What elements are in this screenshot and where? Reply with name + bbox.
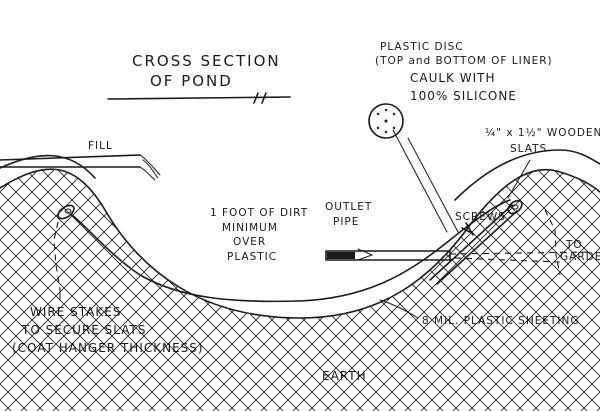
- dirt-label-1: 1 FOOT OF DIRT: [210, 207, 308, 219]
- disc-leader: [392, 129, 448, 233]
- left-stake-dashed-line: [53, 221, 61, 291]
- slats-label-1: ¼" x 1½" WOODEN: [485, 127, 600, 139]
- earth-label: EARTH: [322, 369, 367, 383]
- caulk-leader: [407, 137, 459, 233]
- liner-top-line: [71, 199, 511, 303]
- sheeting-label: 8 MIL. PLASTIC SHEETING: [422, 315, 579, 327]
- caulk-label-1: CAULK WITH: [410, 71, 496, 85]
- slats-label-2: SLATS: [510, 143, 547, 155]
- plastic-disc-icon: [368, 103, 404, 139]
- caulk-label-2: 100% SILICONE: [410, 89, 517, 103]
- stakes-label-2: TO SECURE SLATS: [21, 323, 147, 337]
- earth-cap-line: [0, 154, 96, 179]
- ground-surface-line: [0, 168, 600, 319]
- fill-pipe: [0, 154, 161, 181]
- screws: [461, 222, 474, 236]
- right-stake-dashed: [544, 209, 561, 276]
- slats-leader: [507, 159, 531, 199]
- hill-right-cap-line: [454, 149, 600, 201]
- dirt-label-2: MINIMUM: [222, 222, 278, 234]
- stakes-label-1: WIRE STAKES: [30, 305, 121, 319]
- to-garden-label-1: TO: [565, 239, 583, 251]
- earth-hatching: [0, 169, 600, 411]
- outlet-label-1: OUTLET: [325, 201, 372, 213]
- fill-label: FILL: [88, 140, 113, 152]
- outlet-label-2: PIPE: [333, 216, 359, 228]
- stakes-label-3: (COAT HANGER THICKNESS): [12, 341, 204, 355]
- disc-label-2: (TOP and BOTTOM OF LINER): [375, 55, 553, 67]
- title-underline: [107, 92, 291, 104]
- dirt-label-4: PLASTIC: [227, 251, 277, 263]
- disc-label-1: PLASTIC DISC: [380, 41, 464, 53]
- left-slat: [57, 204, 75, 220]
- sheeting-leader: [379, 299, 419, 319]
- outlet-pipe: [325, 248, 451, 261]
- screws-label: SCREWS: [455, 211, 506, 223]
- title-line-1: CROSS SECTION: [132, 52, 281, 70]
- to-garden-label-2: GARDEN: [560, 251, 600, 263]
- dirt-label-3: OVER: [233, 236, 266, 248]
- right-slat: [429, 199, 523, 285]
- title-line-2: OF POND: [150, 72, 233, 90]
- outlet-dashed-extension: [449, 251, 591, 255]
